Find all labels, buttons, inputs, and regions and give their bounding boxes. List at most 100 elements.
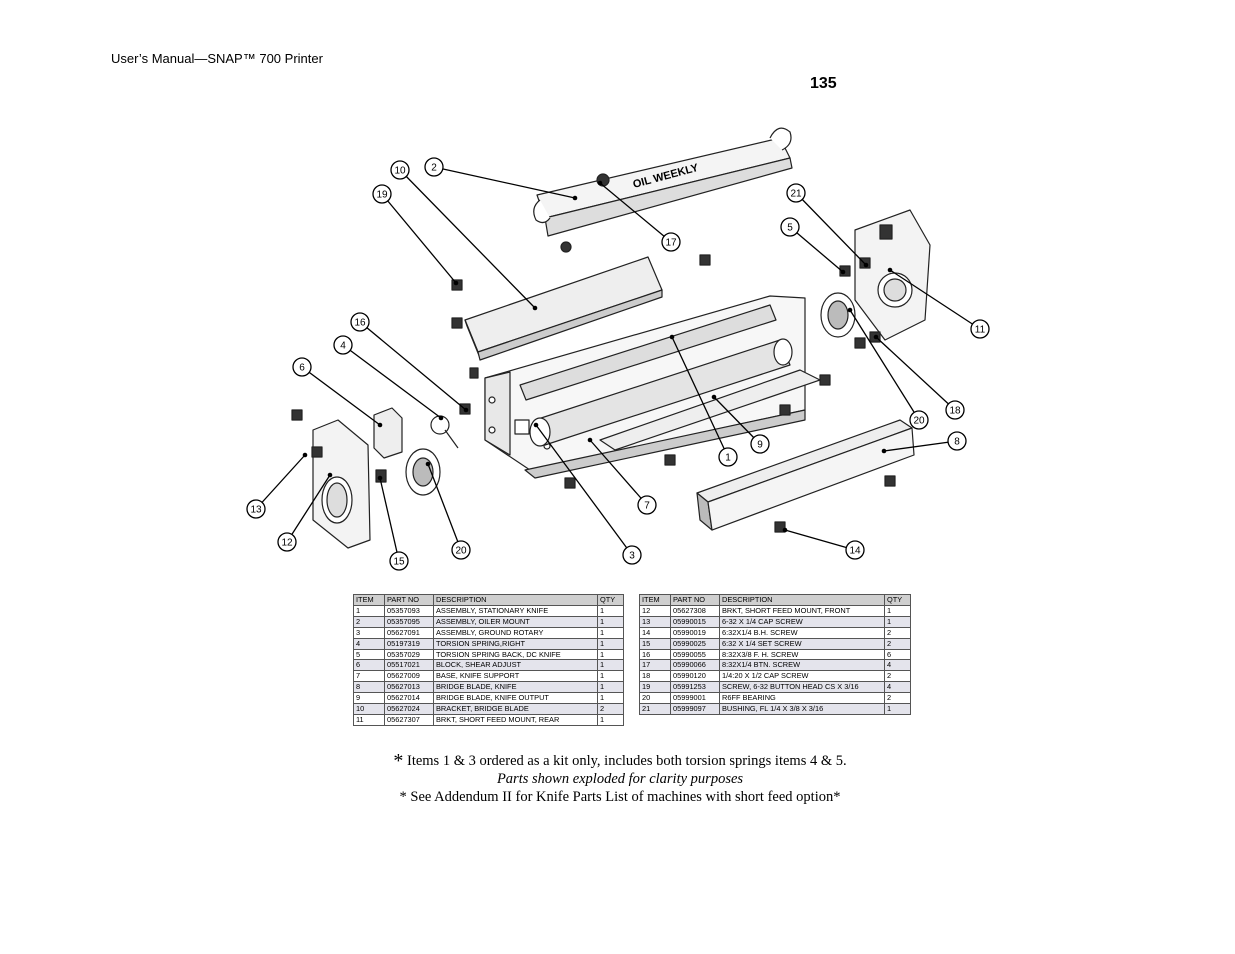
callout-number: 8 — [954, 437, 960, 448]
callout-circle — [350, 312, 370, 332]
callout-dot — [377, 475, 383, 481]
cell-qty: 1 — [884, 615, 911, 628]
cell-description: 6:32 X 1/4 SET SCREW — [719, 637, 885, 650]
callout-leader — [849, 309, 920, 421]
callout-number: 9 — [757, 440, 763, 451]
cell-qty: 4 — [884, 681, 911, 694]
callout-circle — [750, 434, 770, 454]
cell-part-no: 05357029 — [384, 648, 434, 661]
callout-circle — [661, 232, 681, 252]
cell-qty: 4 — [884, 659, 911, 672]
callout-leader — [599, 182, 672, 243]
exploded-parts-diagram: OIL WEEKLY 12345678910111213141516171819… — [246, 127, 990, 571]
callout-circle — [424, 157, 444, 177]
cell-description: 6-32 X 1/4 CAP SCREW — [719, 615, 885, 628]
cell-part-no: 05991253 — [670, 681, 720, 694]
cell-item: 1 — [353, 604, 385, 617]
cell-description: 1/4:20 X 1/2 CAP SCREW — [719, 670, 885, 683]
cell-qty: 1 — [597, 626, 624, 639]
cell-description: 8:32X1/4 BTN. SCREW — [719, 659, 885, 672]
callout-number: 21 — [790, 189, 802, 200]
cell-qty: 2 — [884, 670, 911, 683]
cell-item: 8 — [353, 681, 385, 694]
callout-dot — [587, 437, 593, 443]
callout-dot — [669, 334, 675, 340]
callout-dot — [840, 269, 846, 275]
cell-part-no: 05357095 — [384, 615, 434, 628]
callout-circle — [451, 540, 471, 560]
page-number: 135 — [810, 75, 837, 92]
col-qty: QTY — [884, 594, 911, 606]
callout-dot — [572, 195, 578, 201]
notes: * Items 1 & 3 ordered as a kit only, inc… — [300, 751, 940, 806]
cell-part-no: 05627307 — [384, 713, 434, 726]
cell-description: ASSEMBLY, OILER MOUNT — [433, 615, 598, 628]
bearings-part — [405, 292, 856, 496]
callout-number: 17 — [665, 238, 677, 249]
shear-block-part — [373, 407, 459, 459]
cell-item: 21 — [639, 703, 671, 715]
cell-item: 4 — [353, 637, 385, 650]
callout-leader — [784, 529, 856, 551]
cell-qty: 1 — [597, 659, 624, 672]
callout-circle — [947, 431, 967, 451]
cell-qty: 2 — [597, 703, 624, 715]
cell-item: 12 — [639, 604, 671, 617]
callout-leader — [889, 269, 981, 330]
callout-dot — [438, 415, 444, 421]
cell-description: ASSEMBLY, STATIONARY KNIFE — [433, 604, 598, 617]
callout-circle — [945, 400, 965, 420]
callout-leader — [381, 193, 457, 284]
callout-circle — [389, 551, 409, 571]
cell-part-no: 05999097 — [670, 703, 720, 715]
cell-description: BRKT, SHORT FEED MOUNT, REAR — [433, 713, 598, 726]
cell-part-no: 05627014 — [384, 692, 434, 705]
cell-description: 6:32X1/4 B.H. SCREW — [719, 626, 885, 639]
cell-part-no: 05990055 — [670, 648, 720, 661]
callout-leader — [427, 463, 462, 551]
callout-number: 1 — [725, 453, 731, 464]
callout-leader — [883, 440, 958, 452]
callout-circle — [780, 217, 800, 237]
callout-dot — [711, 394, 717, 400]
callout-dot — [887, 267, 893, 273]
callout-circle — [909, 410, 929, 430]
kit-note-line: * Items 1 & 3 ordered as a kit only, inc… — [300, 751, 940, 771]
callout-leader — [255, 454, 306, 510]
callout-circle — [786, 183, 806, 203]
cell-part-no: 05990019 — [670, 626, 720, 639]
cell-description: BASE, KNIFE SUPPORT — [433, 670, 598, 683]
cell-part-no: 05990120 — [670, 670, 720, 683]
cell-item: 11 — [353, 713, 385, 726]
cell-item: 20 — [639, 692, 671, 705]
callout-leader — [713, 396, 761, 445]
callout-circle — [246, 499, 266, 519]
cell-item: 3 — [353, 626, 385, 639]
exploded-note: Parts shown exploded for clarity purpose… — [496, 771, 744, 787]
callout-leader — [379, 477, 400, 562]
callout-leader — [671, 336, 729, 458]
cell-description: ASSEMBLY, GROUND ROTARY — [433, 626, 598, 639]
cell-qty: 1 — [597, 648, 624, 661]
addendum-note: * See Addendum II for Knife Parts List o… — [399, 789, 841, 805]
callout-dot — [425, 461, 431, 467]
callout-leader — [359, 321, 467, 411]
callout-leader — [301, 366, 381, 426]
callout-number: 20 — [455, 546, 467, 557]
callout-number: 15 — [393, 557, 405, 568]
callout-circle — [277, 532, 297, 552]
cell-part-no: 05627013 — [384, 681, 434, 694]
callout-leader — [795, 192, 867, 266]
